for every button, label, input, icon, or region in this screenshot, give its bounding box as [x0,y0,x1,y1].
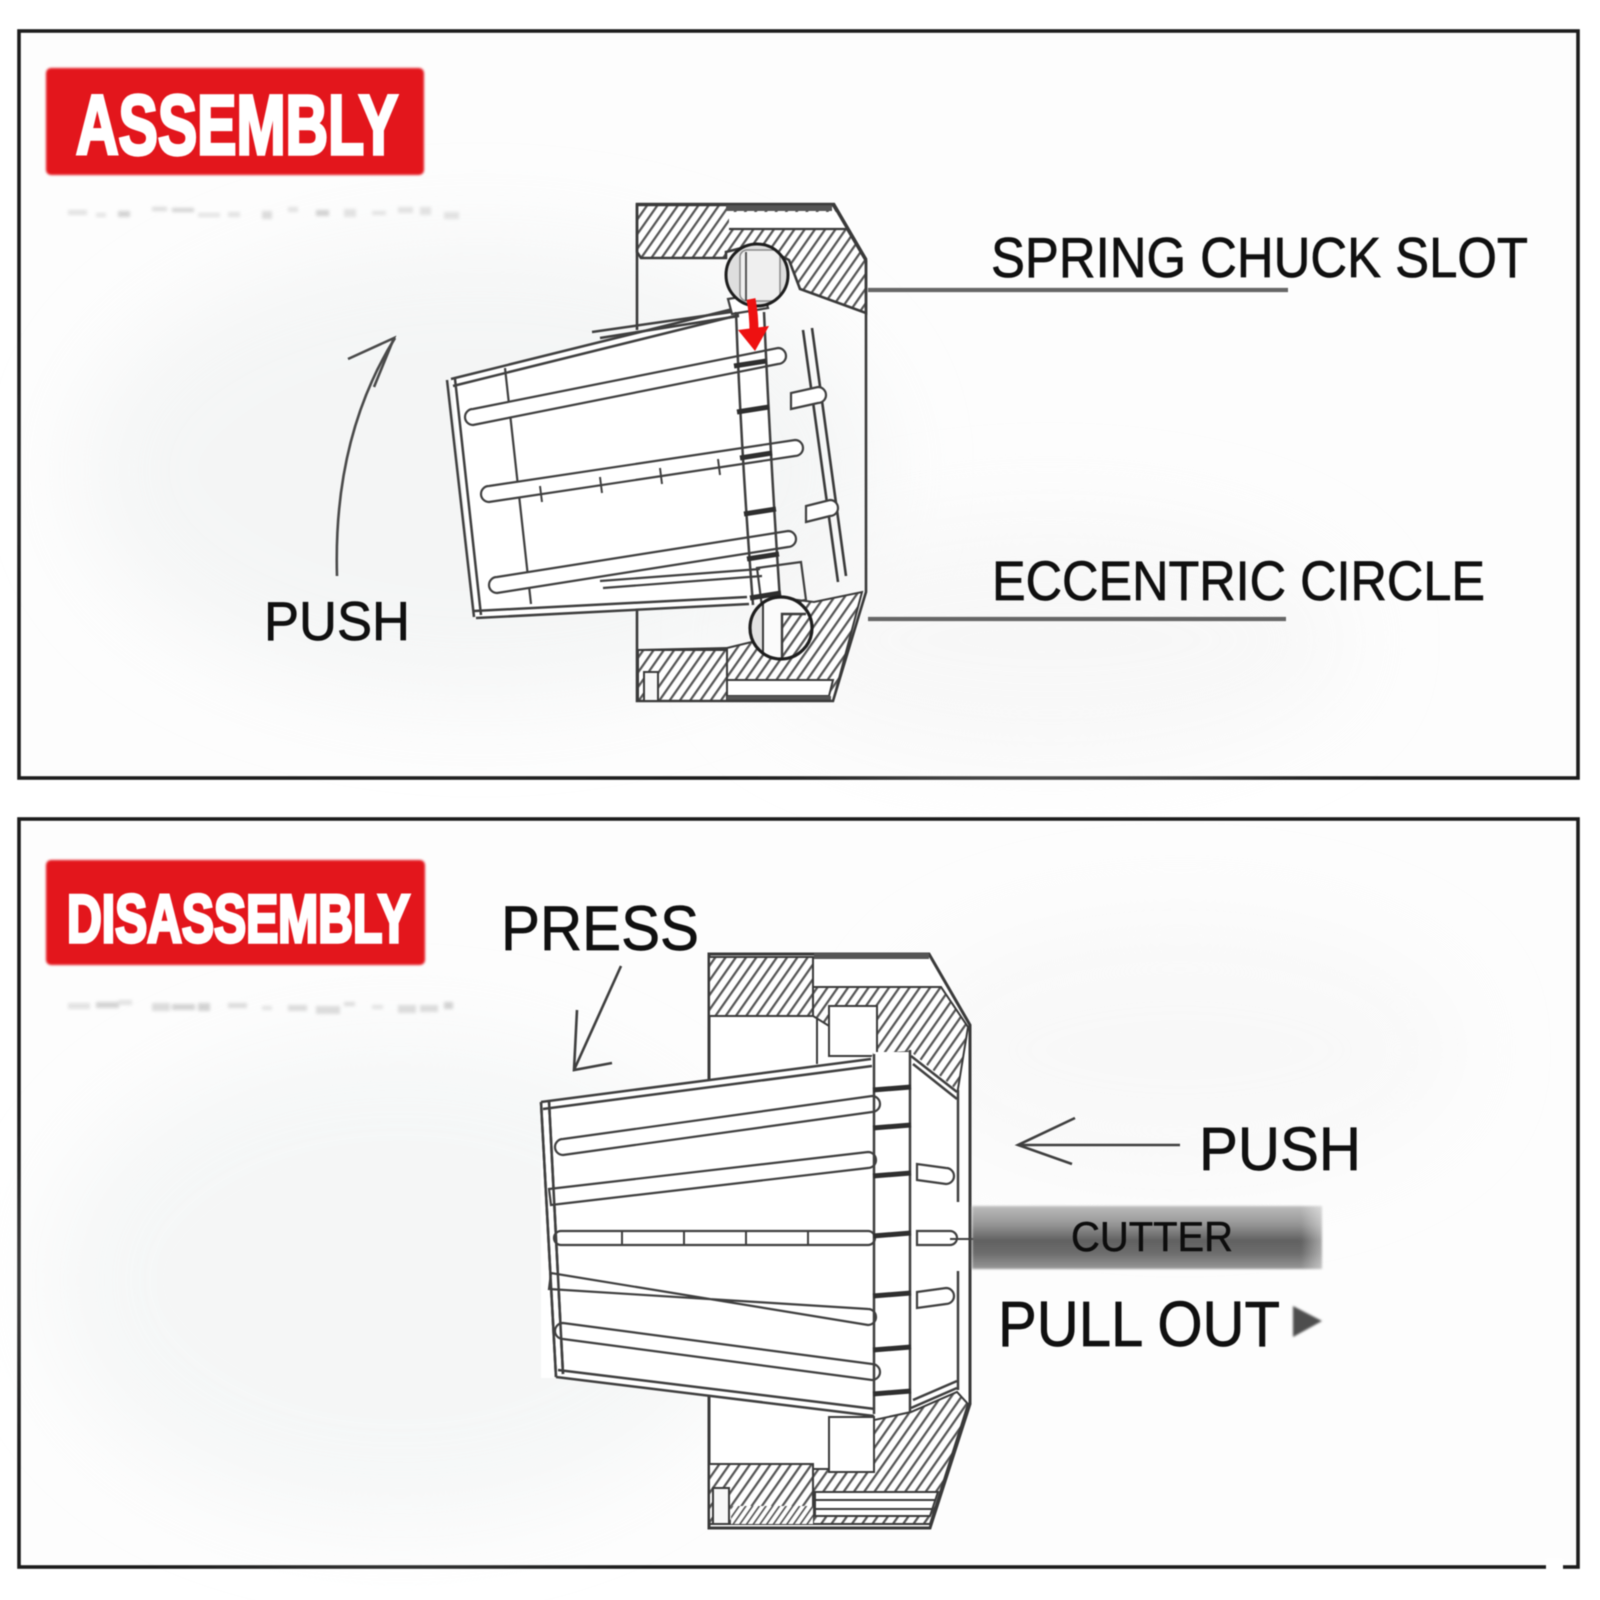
svg-text:ASSEMBLY: ASSEMBLY [76,78,398,172]
svg-text:PULL OUT: PULL OUT [998,1288,1280,1360]
svg-text:SPRING CHUCK SLOT: SPRING CHUCK SLOT [991,226,1528,290]
svg-text:ECCENTRIC CIRCLE: ECCENTRIC CIRCLE [992,549,1485,612]
svg-text:PRESS: PRESS [501,894,699,964]
svg-text:PUSH: PUSH [264,590,410,652]
svg-text:CUTTER: CUTTER [1071,1213,1233,1260]
svg-text:DISASSEMBLY: DISASSEMBLY [67,881,410,957]
svg-text:PUSH: PUSH [1199,1115,1361,1183]
